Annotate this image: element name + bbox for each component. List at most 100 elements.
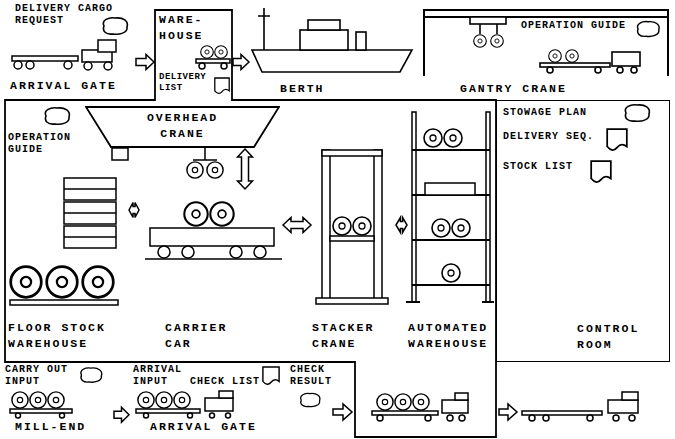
warehouse-cart [201,46,214,59]
node-label: STACKER CRANE [312,320,392,351]
node-label: FLOOR STOCK WAREHOUSE [8,320,125,351]
automated-rack [432,219,450,237]
control-room-icons [607,129,627,150]
floor-stock [83,267,114,298]
flow-arrow [333,404,352,420]
automated-rack [425,183,475,195]
gantry-crane [631,67,637,73]
carrier-car [145,202,282,259]
loading-trailer [395,394,411,410]
callout-bubble [301,393,320,406]
station-area: MILL-END [5,392,113,438]
arrival-truck [98,40,116,52]
gantry-crane [549,50,562,63]
stacker-crane [322,150,382,156]
mill-end-trailer [10,392,72,418]
flow-arrow [499,404,517,420]
arrival-truck [84,62,92,70]
warehouse-cart [215,46,228,59]
stacker-crane [374,150,382,300]
loading-trailer [377,415,383,421]
crane-cab-hook [112,148,223,178]
room-box: STOWAGE PLANDELIVERY SEQ.STOCK LISTCONTR… [496,100,670,362]
carrier-car [184,202,207,225]
node-label: GANTRY CRANE [460,81,660,97]
departing-truck [522,392,638,421]
flow-arrow [238,149,253,189]
flow-arrow [283,218,311,233]
departing-truck [608,400,638,413]
stacker-crane [316,298,388,304]
warehouse-outline [5,10,496,437]
crane-shape: OVERHEAD CRANE [85,106,280,148]
gantry-crane [480,24,497,34]
loading-trailer [442,400,468,413]
carrier-car [254,246,266,258]
stacker-crane [330,236,374,241]
floor-stock [64,189,116,237]
ship [300,30,348,50]
crane-cab-hook [193,148,217,160]
stacker-crane [353,217,371,235]
callout-bubble [81,368,102,382]
ship [252,50,412,72]
station-area: CARRIER CAR [140,190,282,360]
check-list-document [263,367,279,384]
automated-rack [486,112,490,302]
gantry-crane [547,67,553,73]
gantry-crane [595,67,601,73]
mill-end-trailer [12,392,28,408]
departing-truck [543,415,549,421]
carrier-car [182,246,194,258]
station-area: BERTH [250,5,415,100]
control-room-icons [591,161,611,182]
departing-truck [587,415,593,421]
node-label: AUTOMATED WAREHOUSE [408,320,494,351]
arrival-truck [210,413,215,418]
crane-cab-hook [112,148,128,160]
mill-end-trailer [16,413,21,418]
ship [258,8,270,50]
arrival-truck [188,413,193,418]
control-room-icons [591,105,649,182]
gantry-crane [470,17,506,24]
callout-bubble [81,368,102,382]
gantry-crane [566,50,579,63]
station-area: ARRIVAL GATE [8,30,135,100]
automated-rack [406,112,494,302]
carrier-car [145,258,282,260]
node-label: CARRIER CAR [165,320,260,351]
gantry-crane [424,10,668,76]
station-area: ARRIVAL GATE [130,392,328,438]
crane-cab-hook [207,162,223,178]
warehouse-cart [196,46,230,69]
arrival-truck [156,392,172,408]
ship [308,20,340,30]
ship [356,32,366,50]
arrival-truck [219,391,233,398]
floor-stock [47,267,78,298]
node-label: CONTROL ROOM [577,321,665,352]
node-label: STOWAGE PLAN [503,107,613,119]
station-area: FLOOR STOCK WAREHOUSE [8,150,128,360]
callout-bubble [45,108,69,124]
mill-end-trailer [48,392,64,408]
arrival-truck [174,392,190,408]
arrival-truck [205,398,233,411]
arrival-truck [104,62,112,70]
automated-rack [412,112,416,302]
node-label: BERTH [280,81,400,97]
control-room-icons [625,105,649,121]
carrier-car [230,246,242,258]
departing-truck [613,415,619,421]
node-label: ARRIVAL GATE [150,419,310,435]
callout-bubble [103,18,127,34]
flow-arrow [396,218,407,233]
arrival-truck [64,61,72,69]
departing-truck [529,415,535,421]
carrier-car [150,228,274,246]
callout-bubble [301,393,320,406]
floor-stock [10,300,118,305]
